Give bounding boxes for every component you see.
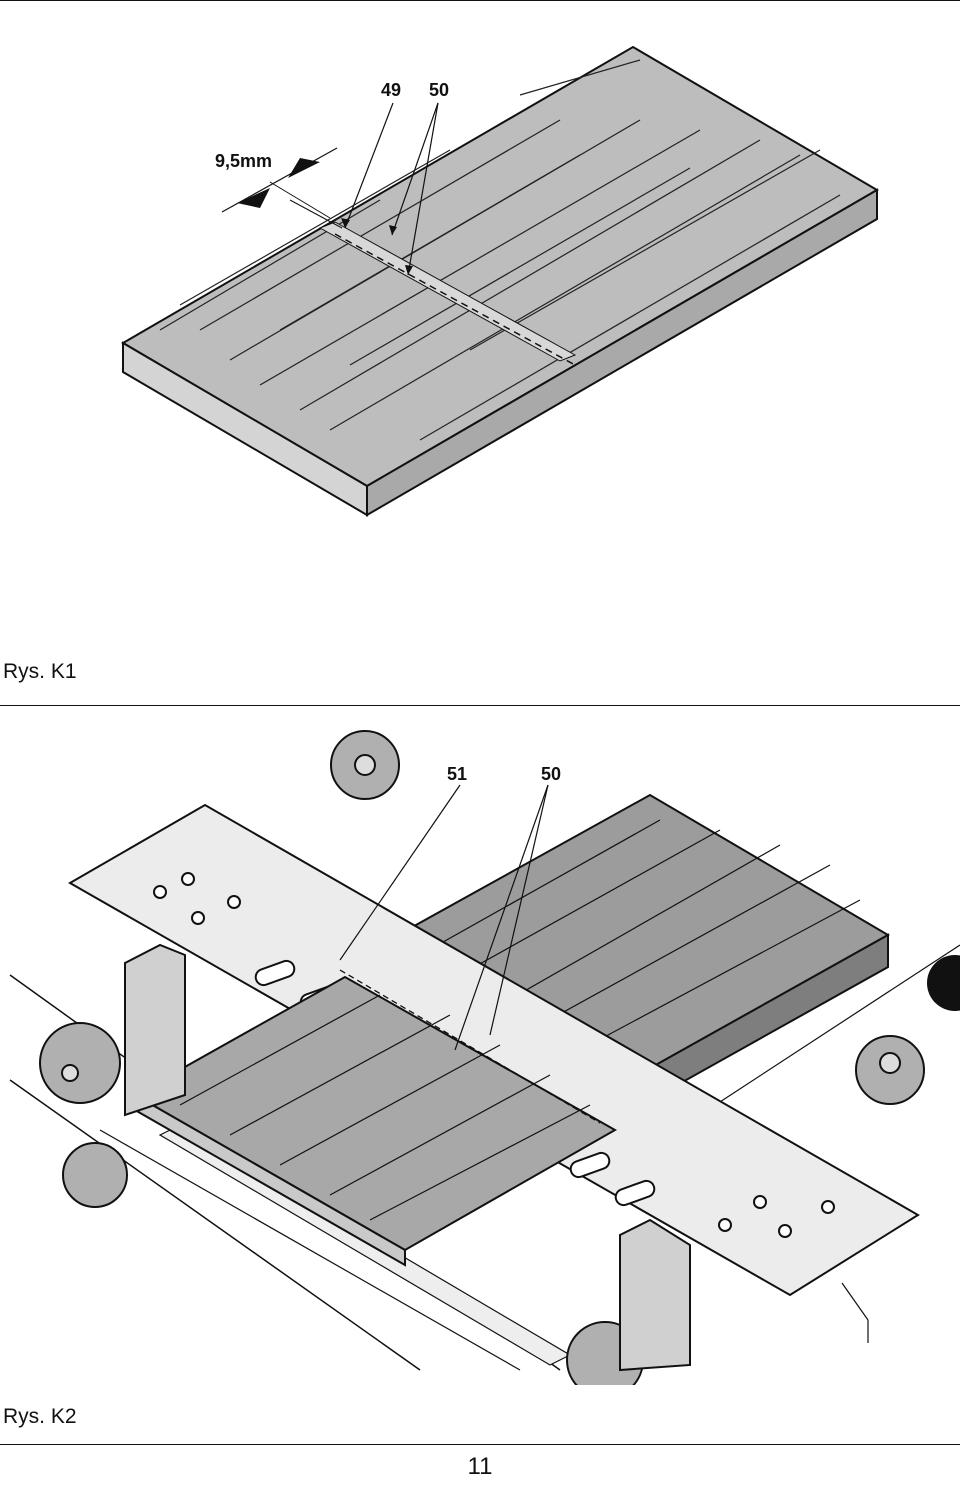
page-number: 11 (467, 1453, 493, 1480)
top-rule (0, 0, 960, 1)
k2-callout-50: 50 (541, 764, 562, 784)
k1-dimension-label: 9,5mm (215, 151, 273, 171)
k2-caption: Rys. K2 (3, 1405, 77, 1428)
footer-rule (0, 1444, 960, 1445)
k1-caption: Rys. K1 (3, 660, 77, 683)
k1-callout-49: 49 (381, 80, 402, 100)
k1-rule (0, 705, 960, 706)
figure-k2-illustration (9, 730, 960, 1385)
k2-callout-51: 51 (447, 764, 468, 784)
figure-k1-illustration (121, 45, 879, 517)
k1-callout-50: 50 (429, 80, 450, 100)
